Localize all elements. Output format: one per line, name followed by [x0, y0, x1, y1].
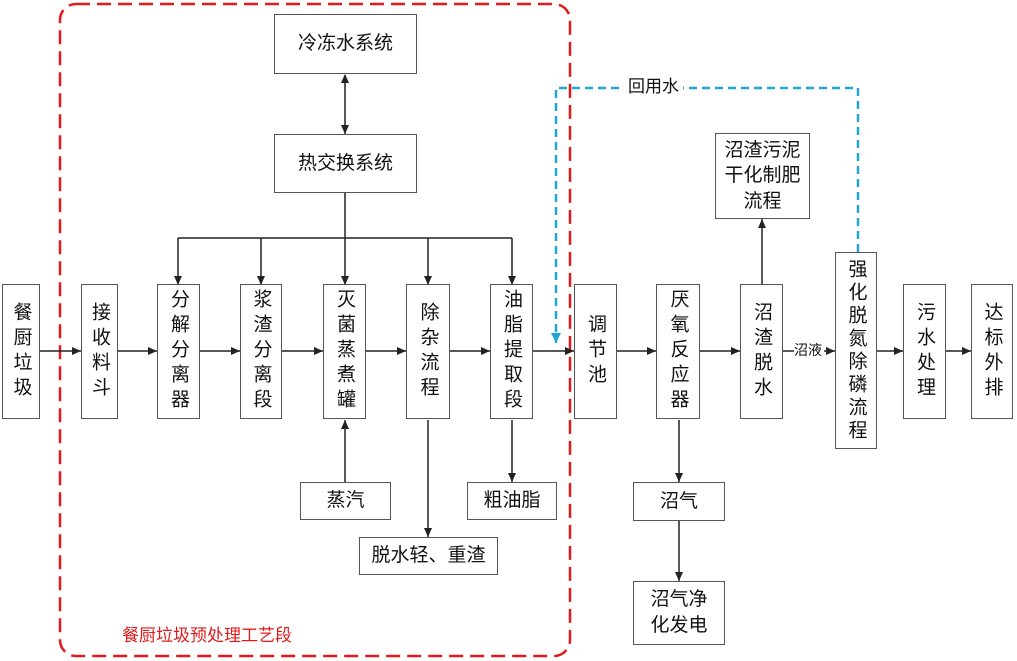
- node-biogas: 沼气: [633, 482, 725, 521]
- label-reuse-water: 回用水: [624, 79, 683, 96]
- node-sterilization-cooker: 灭菌蒸煮罐: [323, 284, 366, 419]
- node-receiving-hopper: 接收料斗: [81, 284, 118, 419]
- side-flow-arrows: [341, 219, 766, 581]
- node-anaerobic-reactor: 厌氧反应器: [656, 284, 700, 419]
- node-slurry-separation: 浆渣分离段: [240, 284, 282, 419]
- label-pretreatment-section: 餐厨垃圾预处理工艺段: [122, 626, 292, 646]
- node-dewatered-residue: 脱水轻、重渣: [359, 537, 498, 575]
- reuse-water-line: [551, 86, 860, 343]
- node-biogas-power: 沼气净化发电: [633, 581, 725, 645]
- node-heat-exchange-system: 热交换系统: [274, 134, 417, 193]
- pretreatment-section-boundary: [58, 2, 572, 658]
- node-sewage-treatment: 污水处理: [903, 284, 946, 419]
- node-chilled-water-system: 冷冻水系统: [274, 14, 417, 74]
- label-biogas-liquid: 沼液: [794, 343, 822, 359]
- node-decomposition-separator: 分解分离器: [157, 284, 200, 419]
- heat-distribution-arrows: [174, 193, 516, 285]
- node-oil-extraction: 油脂提取段: [490, 284, 533, 419]
- node-sludge-fertilizer: 沼渣污泥干化制肥流程: [715, 133, 810, 219]
- node-steam: 蒸汽: [300, 482, 391, 520]
- node-regulating-tank: 调节池: [574, 284, 617, 419]
- node-discharge-standard: 达标外排: [971, 284, 1013, 419]
- node-crude-oil: 粗油脂: [467, 482, 557, 520]
- node-food-waste: 餐厨垃圾: [2, 284, 40, 419]
- node-enhanced-denitrification: 强化脱氮除磷流程: [835, 252, 877, 449]
- node-digestate-dewatering: 沼渣脱水: [740, 284, 783, 419]
- node-impurity-removal: 除杂流程: [406, 284, 450, 419]
